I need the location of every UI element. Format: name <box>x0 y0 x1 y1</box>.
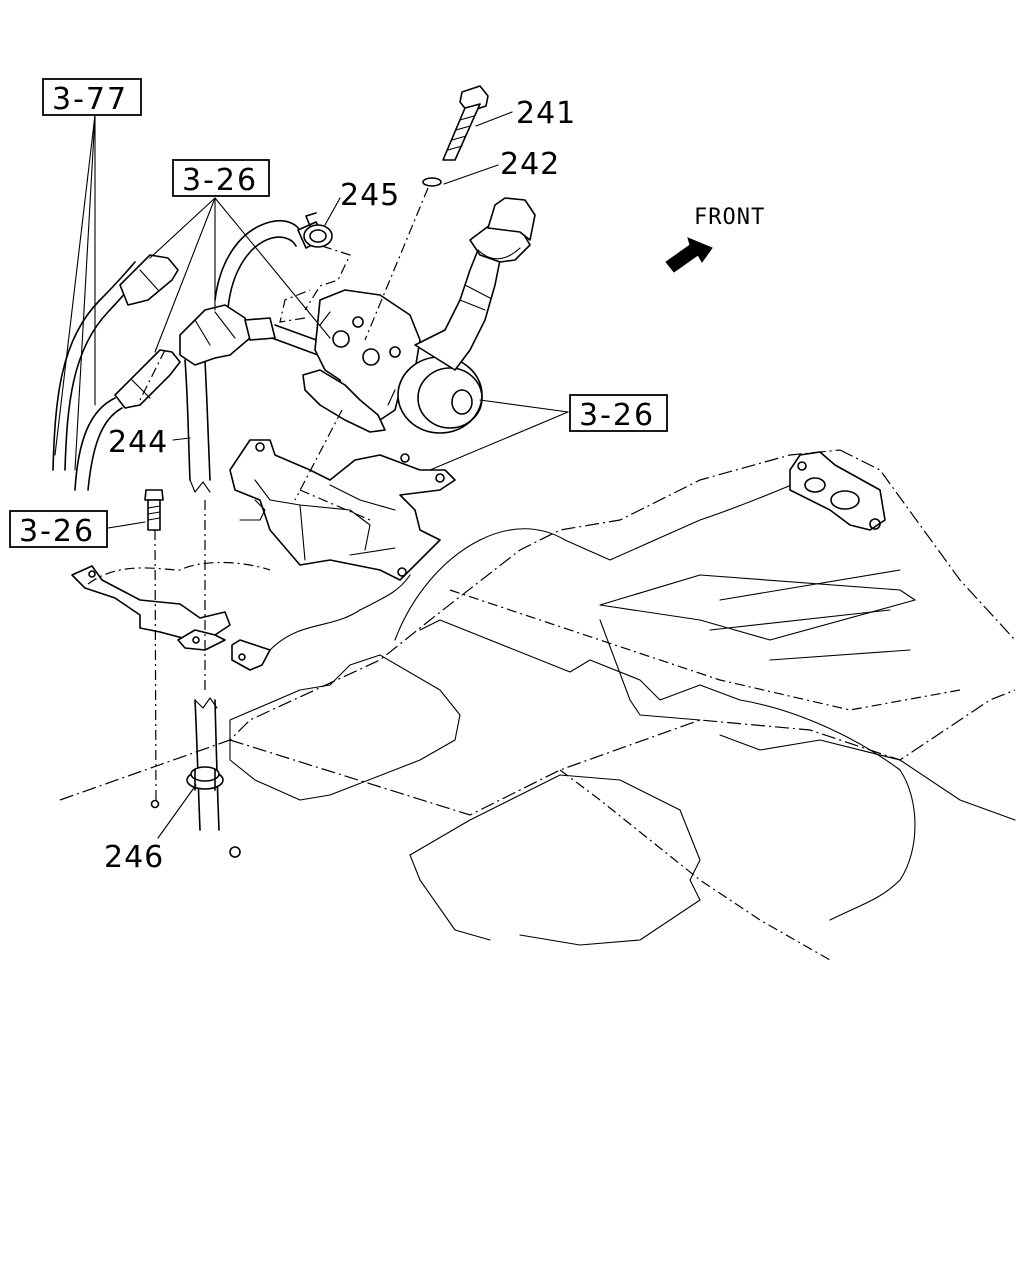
callout-246: 246 <box>104 840 164 875</box>
reference-label: 3-77 <box>52 82 128 117</box>
vacuum-pump <box>302 197 536 434</box>
hose-tee-fitting <box>179 304 331 366</box>
washer-242 <box>422 177 442 187</box>
floor-panel-outline <box>59 449 1016 961</box>
reference-box-3-26-right[interactable]: 3-26 <box>569 394 668 433</box>
floor-tunnel <box>229 469 1016 946</box>
reference-box-3-77[interactable]: 3-77 <box>42 78 142 117</box>
reference-label: 3-26 <box>182 163 258 198</box>
reference-label: 3-26 <box>579 398 655 433</box>
lower-bracket <box>71 561 411 671</box>
bolt-241 <box>442 85 489 161</box>
hose-clamp <box>303 212 333 248</box>
front-arrow-icon <box>665 237 713 273</box>
assembly-guide-lines <box>139 187 429 521</box>
fitting-bolt <box>144 489 241 858</box>
callout-242: 242 <box>500 147 560 182</box>
vacuum-hoses <box>52 254 181 491</box>
reference-box-3-26-upper[interactable]: 3-26 <box>172 159 270 198</box>
reference-box-3-26-left[interactable]: 3-26 <box>9 510 108 549</box>
grommet <box>186 766 224 791</box>
leader-lines <box>54 111 569 839</box>
drain-hose <box>184 359 220 831</box>
reference-label: 3-26 <box>19 514 95 549</box>
callout-241: 241 <box>516 96 576 131</box>
mounting-gasket <box>789 451 886 531</box>
mounting-bracket <box>229 439 456 581</box>
front-direction-label: FRONT <box>694 205 765 230</box>
callout-244: 244 <box>108 425 168 460</box>
callout-245: 245 <box>340 178 400 213</box>
